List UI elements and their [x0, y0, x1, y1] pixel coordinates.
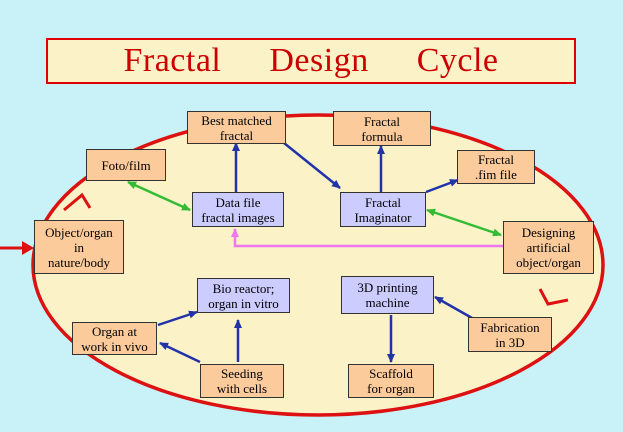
node-fractal-fim-file: Fractal .fim file [457, 150, 535, 184]
node-fractal-imaginator: Fractal Imaginator [340, 192, 426, 227]
node-object-organ-nature: Object/organ in nature/body [34, 220, 124, 274]
cycle-tick-left [63, 192, 92, 212]
title-word-3: Cycle [416, 42, 499, 79]
arrow-foto-datafile [127, 180, 191, 212]
node-scaffold-for-organ: Scaffold for organ [348, 364, 434, 398]
arrow-imaginator-designing [426, 208, 502, 237]
node-data-file-fractal-images: Data file fractal images [192, 192, 284, 227]
node-bio-reactor: Bio reactor; organ in vitro [197, 278, 290, 313]
cycle-tick-right [538, 288, 569, 306]
node-designing-artificial: Designing artificial object/organ [503, 221, 594, 274]
node-best-matched-fractal: Best matched fractal [187, 111, 286, 144]
node-organ-at-work: Organ at work in vivo [72, 322, 157, 355]
node-seeding-with-cells: Seeding with cells [200, 364, 284, 398]
arrow-seeding-to-organwork [159, 341, 201, 364]
node-fabrication-3d: Fabrication in 3D [468, 317, 552, 352]
arrow-designing-to-datafile [231, 228, 503, 248]
arrow-bestmatched-to-imaginator [283, 142, 341, 189]
node-foto-film: Foto/film [86, 149, 166, 181]
title-banner: Fractal Design Cycle [46, 38, 576, 84]
node-fractal-formula: Fractal formula [333, 111, 431, 146]
entry-arrow [0, 241, 34, 255]
title-word-1: Fractal [123, 42, 222, 79]
title-word-2: Design [269, 42, 369, 79]
node-3d-printing-machine: 3D printing machine [341, 276, 434, 314]
arrow-organwork-to-bioreactor [157, 310, 198, 327]
arrow-fabrication-to-printing [434, 295, 473, 320]
arrow-imaginator-to-fim [425, 178, 459, 194]
